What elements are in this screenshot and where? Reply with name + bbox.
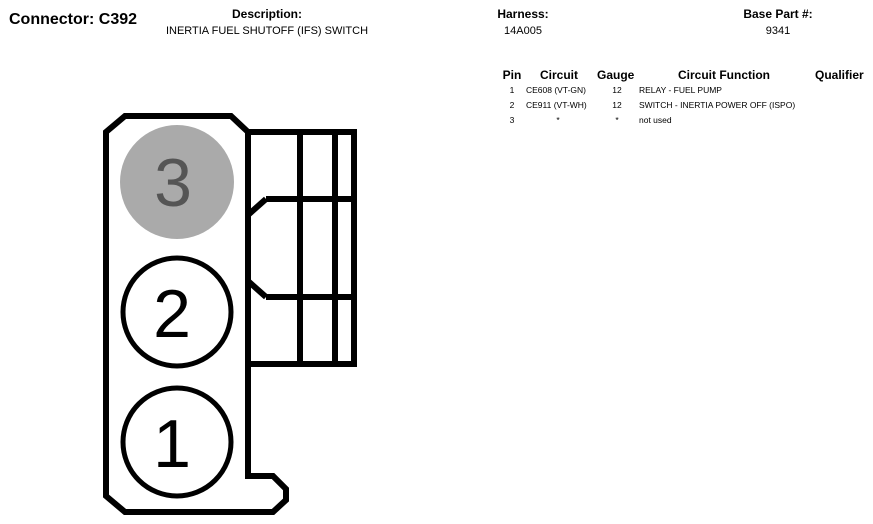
harness-value: 14A005 (504, 25, 542, 37)
col-header-circuit: Circuit (540, 68, 579, 82)
table-row-3-function: not used (639, 115, 672, 125)
pin-3-label: 3 (154, 145, 192, 221)
table-row-1-circuit: CE608 (VT-GN) (526, 85, 586, 95)
table-row-3-circuit: * (556, 115, 560, 125)
description-value: INERTIA FUEL SHUTOFF (IFS) SWITCH (165, 25, 369, 37)
pin-2-cavity: 2 (120, 255, 234, 369)
table-row-3-pin: 3 (509, 115, 515, 125)
col-header-pin: Pin (502, 68, 522, 82)
pin-1-label: 1 (153, 406, 191, 482)
pin-3-cavity: 3 (120, 125, 234, 239)
latch-arm-lower (246, 278, 268, 300)
harness-label: Harness: (497, 7, 549, 21)
table-row-2-gauge: 12 (612, 100, 622, 110)
latch-arm-upper (246, 196, 268, 218)
base-part-value: 9341 (765, 25, 791, 37)
table-row-1-pin: 1 (509, 85, 515, 95)
col-header-function: Circuit Function (678, 68, 770, 82)
base-part-label: Base Part #: (743, 7, 813, 21)
table-row-1-gauge: 12 (612, 85, 622, 95)
table-row-2-circuit: CE911 (VT-WH) (526, 100, 587, 110)
connector-body-outline (103, 113, 289, 515)
table-row-2-function: SWITCH - INERTIA POWER OFF (ISPO) (639, 100, 796, 110)
col-header-gauge: Gauge (597, 68, 635, 82)
table-row-1-function: RELAY - FUEL PUMP (639, 85, 722, 95)
description-label: Description: (231, 7, 302, 21)
pin-1-cavity: 1 (120, 385, 234, 499)
col-header-qualifier: Qualifier (815, 68, 864, 82)
pin-2-label: 2 (153, 276, 191, 352)
table-row-2-pin: 2 (509, 100, 515, 110)
table-row-3-gauge: * (615, 115, 619, 125)
connector-title: Connector: C392 (9, 11, 138, 28)
